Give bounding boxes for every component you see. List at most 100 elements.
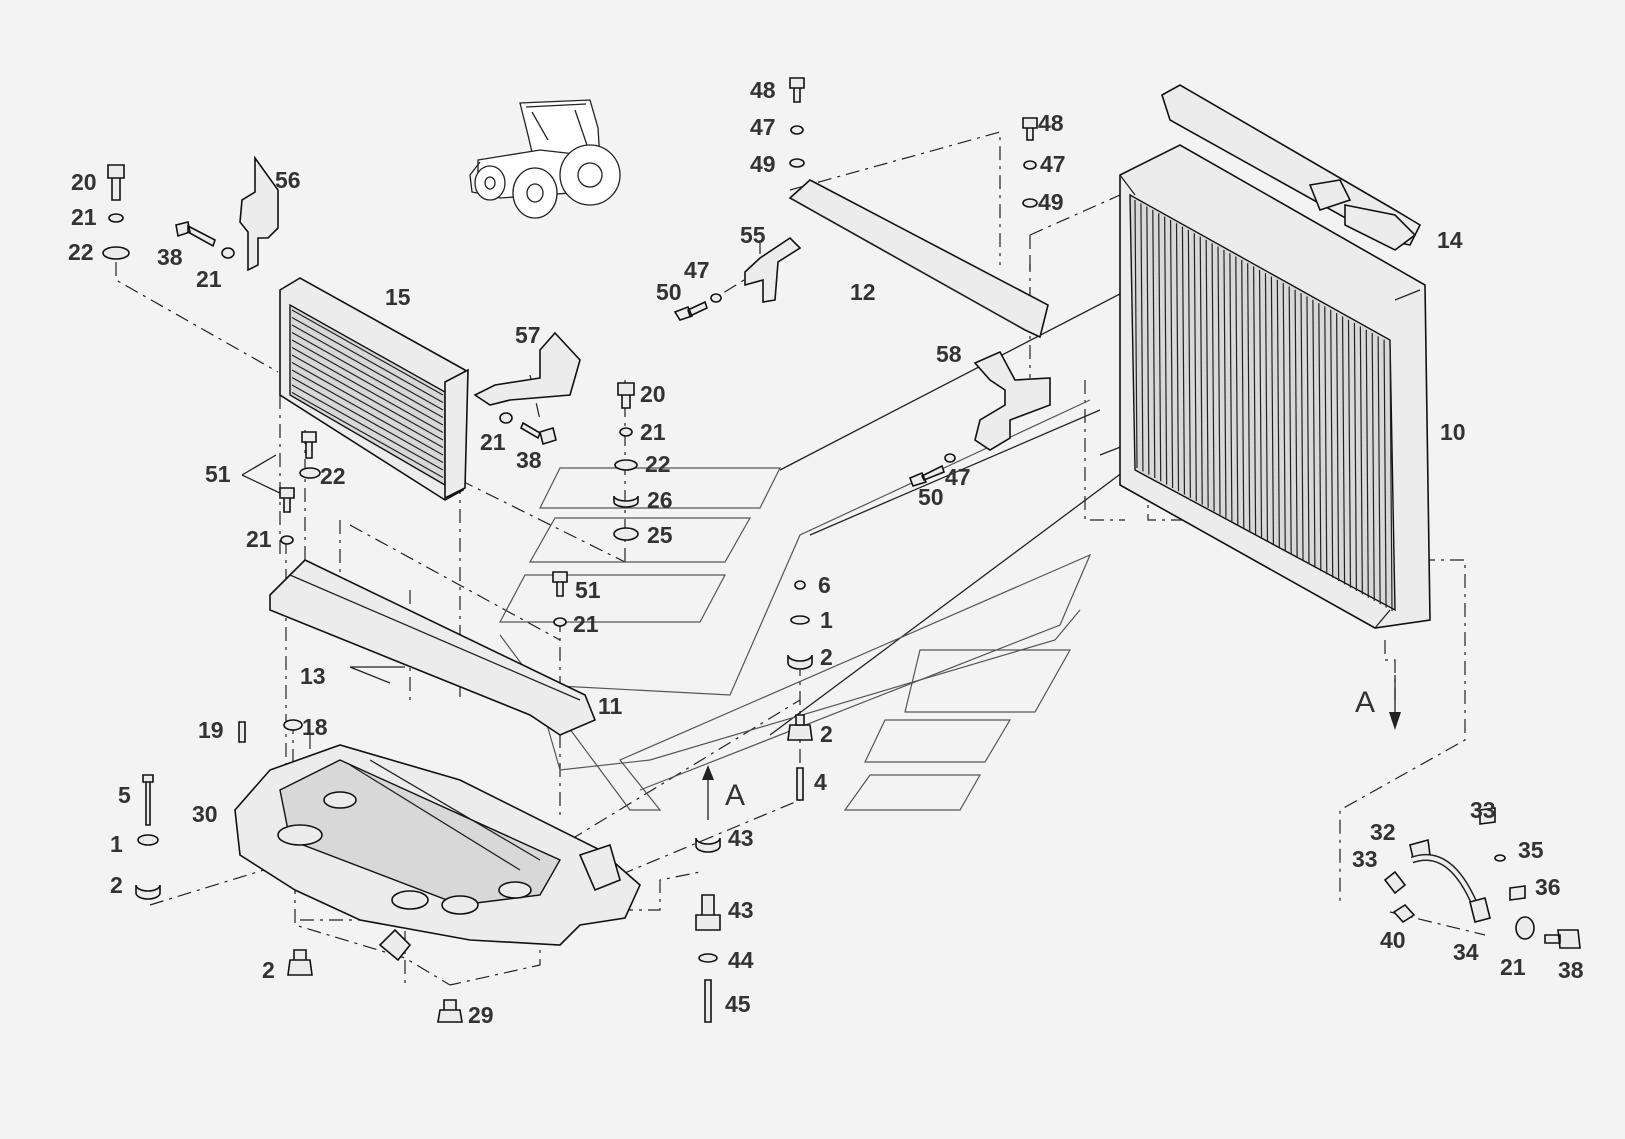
- callout-label: 15: [385, 284, 411, 310]
- radiator-fin: [1371, 333, 1375, 602]
- callout-label: 21: [246, 526, 272, 552]
- callout-label: 20: [71, 169, 97, 195]
- callout-label: 50: [656, 279, 682, 305]
- radiator-fin: [1134, 199, 1138, 469]
- radiator-fin: [1247, 263, 1251, 532]
- top-deflector-strip: [788, 179, 1049, 339]
- cooler-fin: [291, 384, 444, 471]
- radiator-fin: [1288, 286, 1292, 555]
- callout-label: 2: [110, 872, 123, 898]
- cooler-fin: [291, 369, 444, 456]
- callout-label: 45: [725, 991, 751, 1017]
- cooler-fin: [291, 361, 444, 449]
- callout-label: 51: [205, 461, 231, 487]
- callout-label: 43: [728, 825, 754, 851]
- callout-label: 21: [71, 204, 97, 230]
- callout-label: 21: [640, 419, 666, 445]
- cooler-fin: [291, 391, 444, 479]
- radiator-fin: [1169, 219, 1174, 488]
- radiator-fin: [1164, 216, 1168, 485]
- callout-label: 34: [1453, 939, 1479, 965]
- view-label-a-left: A: [725, 779, 745, 812]
- radiator-fin: [1223, 249, 1227, 518]
- callout-label: 56: [275, 167, 301, 193]
- radiator-base-frame: [234, 744, 641, 962]
- radiator-fin: [1258, 269, 1263, 538]
- callout-label: 47: [750, 114, 776, 140]
- radiator-fin: [1306, 296, 1310, 565]
- radiator-fin: [1330, 309, 1334, 578]
- callout-label: 21: [573, 611, 599, 637]
- radiator-fin: [1187, 229, 1191, 498]
- callout-label: 11: [598, 693, 623, 719]
- radiator-fin: [1341, 316, 1346, 585]
- callout-label: 21: [1500, 954, 1526, 980]
- radiator-fin: [1347, 319, 1352, 588]
- radiator-fin: [1181, 226, 1186, 495]
- radiator-fin: [1152, 209, 1156, 478]
- top-mount-bracket: [1161, 84, 1422, 251]
- callout-label: 58: [936, 341, 962, 367]
- radiator-fin: [1276, 279, 1280, 548]
- callout-label: 6: [818, 572, 831, 598]
- tractor-icon: [469, 99, 621, 219]
- hardware: [102, 77, 1581, 1023]
- callout-label: 49: [1038, 189, 1064, 215]
- callout-label: 48: [750, 77, 776, 103]
- callout-label: 5: [118, 782, 131, 808]
- cooler-fin: [291, 376, 444, 464]
- cooler-fin: [291, 346, 444, 434]
- callout-label: 57: [515, 322, 541, 348]
- radiator-fin: [1353, 323, 1358, 592]
- radiator-fin: [1300, 293, 1304, 562]
- radiator-fin: [1205, 239, 1209, 508]
- radiator-fin: [1365, 329, 1369, 598]
- radiator-fin: [1383, 339, 1387, 608]
- callout-label: 38: [516, 447, 542, 473]
- callout-label: 47: [945, 464, 971, 490]
- view-marker-a-left: A: [702, 765, 745, 820]
- radiator-fin: [1158, 213, 1162, 482]
- callout-label: 29: [468, 1002, 494, 1028]
- callout-label: 13: [300, 663, 326, 689]
- callout-label: 51: [575, 577, 601, 603]
- callout-label: 1: [110, 831, 123, 857]
- callout-label: 43: [728, 897, 754, 923]
- radiator-fin: [1146, 206, 1150, 475]
- callout-label: 44: [728, 947, 754, 973]
- callout-label: 2: [820, 644, 833, 670]
- callout-labels: 20 21 22 38 21 56 15 57 21 38 20 21 22 2…: [68, 77, 1584, 1028]
- view-label-a-right: A: [1355, 686, 1375, 719]
- callout-label: 48: [1038, 110, 1064, 136]
- radiator-fin: [1211, 243, 1215, 512]
- callout-label: 19: [198, 717, 224, 743]
- radiator-fin: [1199, 236, 1203, 505]
- radiator-fin: [1389, 342, 1393, 612]
- bracket-56: [239, 155, 279, 272]
- radiator-fin: [1193, 233, 1197, 502]
- callout-label: 2: [262, 957, 275, 983]
- callout-label: 38: [157, 244, 183, 270]
- cooler-fin: [291, 331, 444, 419]
- cooler-fin: [291, 324, 444, 411]
- callout-label: 55: [740, 222, 766, 248]
- callout-label: 47: [1040, 151, 1066, 177]
- callout-label: 20: [640, 381, 666, 407]
- callout-label: 22: [68, 239, 94, 265]
- callout-label: 22: [320, 463, 346, 489]
- radiator-fin: [1140, 203, 1144, 472]
- callout-label: 26: [647, 487, 673, 513]
- callout-label: 40: [1380, 927, 1406, 953]
- radiator-fin: [1359, 326, 1363, 595]
- callout-label: 21: [480, 429, 506, 455]
- radiator-fin: [1253, 266, 1257, 535]
- callout-label: 32: [1370, 819, 1396, 845]
- radiator-fin: [1229, 253, 1233, 522]
- bracket-57: [473, 331, 581, 406]
- radiator-fin: [1175, 223, 1180, 492]
- callout-label: 12: [850, 279, 876, 305]
- callout-label: 36: [1535, 874, 1561, 900]
- callout-label: 18: [302, 714, 328, 740]
- callout-label: 49: [750, 151, 776, 177]
